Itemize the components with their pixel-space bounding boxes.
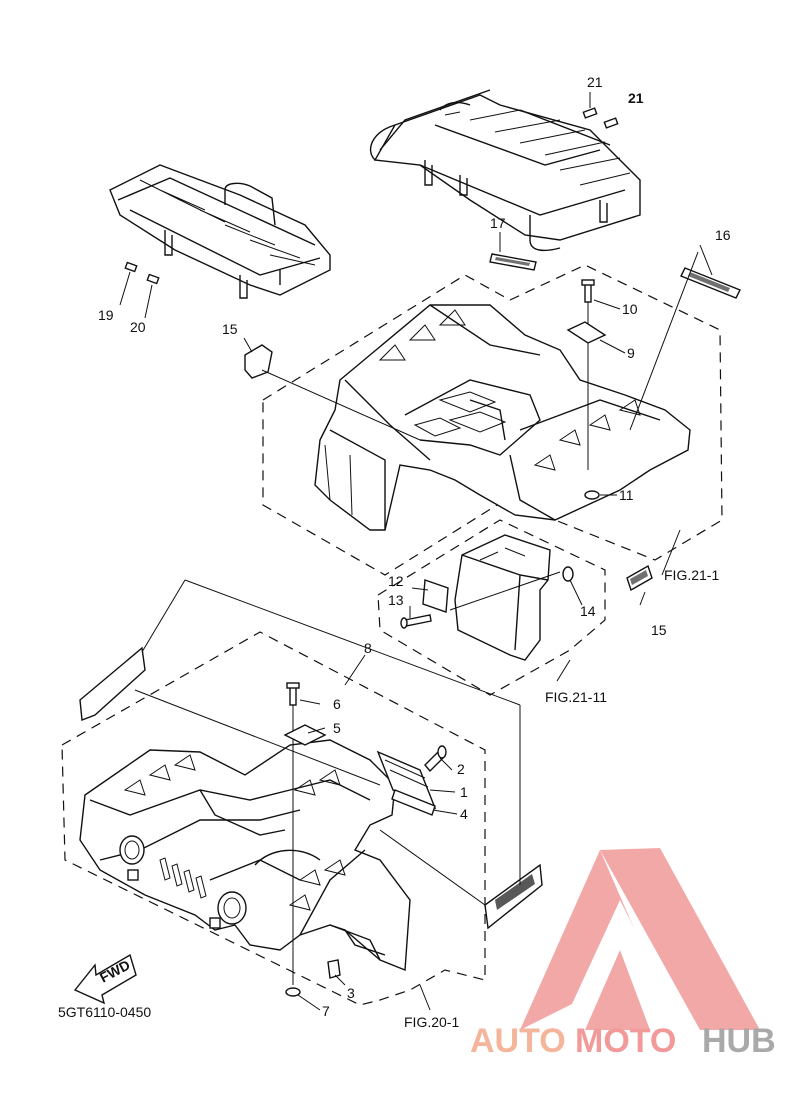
label-piece-21-a xyxy=(582,107,598,119)
front-fender-dashed-frame xyxy=(61,631,486,1006)
callout-4: 4 xyxy=(460,806,468,822)
callout-1: 1 xyxy=(460,784,468,800)
callout-9: 9 xyxy=(627,345,635,361)
callout-17: 17 xyxy=(490,215,506,231)
bolt-part-13 xyxy=(400,614,432,629)
washer-part-7 xyxy=(285,987,301,997)
front-fender xyxy=(79,739,411,972)
emblem-part-15-right xyxy=(626,564,653,592)
cover-part-4 xyxy=(391,789,436,816)
callout-20: 20 xyxy=(130,319,146,335)
rear-carrier-rack xyxy=(369,89,641,252)
callout-7: 7 xyxy=(322,1003,330,1019)
bolt-part-2 xyxy=(424,745,447,773)
watermark-moto: MOTO xyxy=(575,1022,676,1060)
decal-right-large xyxy=(484,863,543,930)
decal-part-15-left xyxy=(244,344,273,379)
nut-part-14 xyxy=(562,566,574,582)
callout-8: 8 xyxy=(364,640,372,656)
callout-15-a: 15 xyxy=(222,321,238,337)
emblem-part-17 xyxy=(489,253,537,271)
rear-fender-dashed-frame xyxy=(262,264,723,576)
nut-part-3 xyxy=(327,959,341,979)
label-piece-19 xyxy=(124,261,138,273)
fig-ref-mudflap: FIG.21-11 xyxy=(545,689,607,705)
leader-lines xyxy=(119,92,713,1011)
callout-21-b: 21 xyxy=(628,90,644,106)
watermark-logo xyxy=(520,848,760,1030)
washer-part-11 xyxy=(584,490,600,500)
fwd-arrow xyxy=(73,953,137,1005)
callout-2: 2 xyxy=(457,761,465,777)
callout-21-a: 21 xyxy=(587,74,603,90)
callout-13: 13 xyxy=(388,592,404,608)
callout-10: 10 xyxy=(622,301,638,317)
diagram-code: 5GT6110-0450 xyxy=(58,1004,151,1020)
plate-part-9 xyxy=(566,321,607,344)
emblem-part-16 xyxy=(680,267,741,299)
callout-14: 14 xyxy=(580,603,596,619)
front-carrier-rack xyxy=(109,164,331,299)
mudflap-dashed-frame xyxy=(377,519,606,696)
mudflap xyxy=(454,534,551,661)
label-piece-20 xyxy=(146,273,160,285)
fig-ref-front: FIG.20-1 xyxy=(404,1014,459,1030)
watermark-hub: HUB xyxy=(702,1022,776,1060)
callout-12: 12 xyxy=(388,573,404,589)
fig-ref-rear: FIG.21-1 xyxy=(664,567,719,583)
plate-part-5 xyxy=(283,724,327,746)
callout-16: 16 xyxy=(715,227,731,243)
plate-part-12 xyxy=(422,579,449,613)
decal-left-large xyxy=(79,646,146,721)
callout-5: 5 xyxy=(333,720,341,736)
rear-fender xyxy=(314,304,691,531)
callout-11: 11 xyxy=(619,487,634,503)
callout-3: 3 xyxy=(347,985,355,1001)
label-piece-21-b xyxy=(603,117,619,129)
callout-6: 6 xyxy=(333,696,341,712)
callout-19: 19 xyxy=(98,307,114,323)
watermark-auto: AUTO xyxy=(470,1022,566,1060)
callout-15-b: 15 xyxy=(651,622,667,638)
